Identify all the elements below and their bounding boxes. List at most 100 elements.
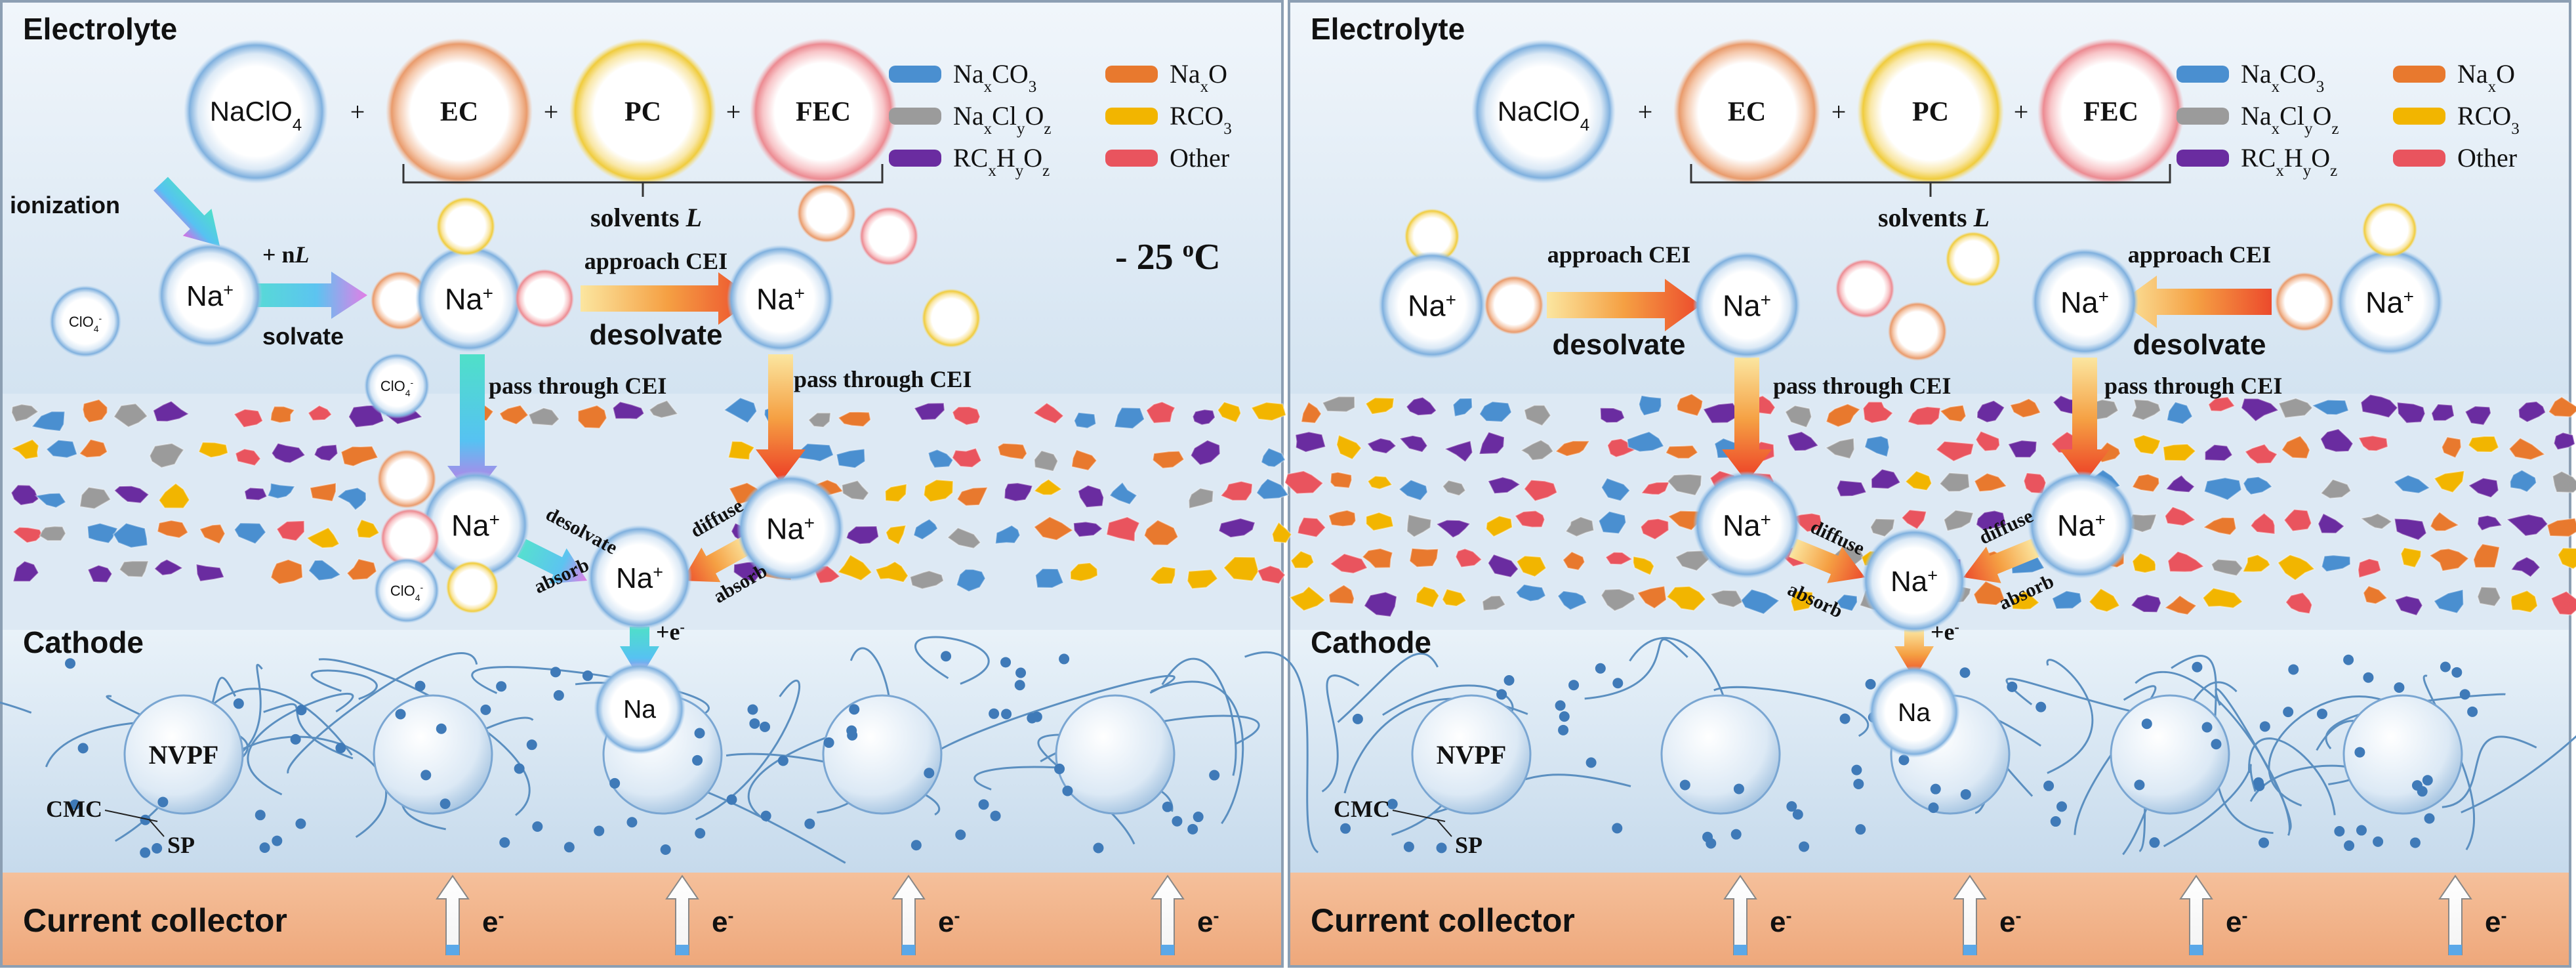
cei-fragment [2165, 474, 2196, 493]
sp-dot [1496, 689, 1507, 700]
sp-dot [2149, 837, 2160, 848]
ionization-label: ionization [10, 192, 120, 218]
cei-fragment [2202, 516, 2237, 536]
sp-dot [2316, 709, 2327, 720]
sp-dot [2253, 777, 2264, 788]
cei-fragment [1487, 476, 1521, 495]
cei-fragment [2249, 512, 2276, 535]
cei-fragment [270, 405, 296, 424]
cei-fragment [45, 439, 78, 459]
sodium-ion-free-ring [157, 243, 262, 348]
cei-fragment [2428, 548, 2470, 572]
sp-dot [1062, 785, 1073, 796]
perchlorate-anion-ring [364, 353, 430, 419]
sp-dot [77, 743, 89, 754]
sp-dot [1555, 700, 1566, 711]
desolvate-label: desolvate [1553, 329, 1686, 361]
cei-fragment [1676, 393, 1704, 417]
desolvate-label: desolvate [2133, 329, 2266, 361]
solvents-label: solvents L [590, 203, 702, 232]
cei-fragment [836, 554, 873, 581]
sp-dot [1027, 713, 1038, 724]
cei-fragment [1329, 552, 1368, 574]
cei-fragment [1562, 550, 1585, 571]
cei-fragment [1405, 396, 1437, 417]
cei-fragment [1145, 401, 1176, 424]
sp-dot [526, 739, 537, 751]
cei-fragment [1598, 510, 1627, 535]
cei-fragment [874, 560, 909, 583]
cei-fragment [1740, 589, 1780, 615]
sp-dot [847, 730, 858, 741]
legend-swatch [2393, 150, 2445, 167]
cei-fragment [2510, 590, 2539, 613]
legend-label: Other [2457, 143, 2517, 173]
free-solvent [797, 184, 856, 243]
sp-dot [978, 799, 989, 810]
nvpf-label: NVPF [149, 740, 219, 770]
sp-dot [415, 680, 426, 692]
binder-fiber [1151, 680, 1244, 825]
cei-fragment [2131, 552, 2157, 574]
temperature-label: - 25 oC [1115, 236, 1221, 278]
perchlorate-anion-label: ClO4- [390, 582, 424, 603]
cei-fragment [340, 445, 379, 467]
cei-fragment [336, 487, 367, 511]
cei-fragment [152, 400, 190, 423]
electron-label: e- [938, 906, 960, 938]
sp-dot [440, 798, 451, 810]
cei-fragment [2357, 558, 2382, 579]
pass-through-arrow [2060, 358, 2110, 482]
legend-swatch [889, 66, 941, 83]
solvent-label: PC [624, 97, 661, 127]
sodium-ion-solvated-label: Na+ [1408, 289, 1456, 322]
sp-dot [1436, 842, 1447, 854]
sp-dot [295, 818, 306, 829]
cei-fragment [2548, 396, 2576, 418]
sp-dot [532, 821, 543, 832]
cei-fragment [313, 444, 338, 462]
cei-fragment [1601, 588, 1636, 612]
cei-fragment [309, 482, 337, 503]
solvent-pc [569, 38, 716, 185]
cei-fragment [197, 442, 229, 459]
sp-dot [1792, 809, 1803, 820]
cei-fragment [1105, 516, 1141, 543]
sp-dot [1093, 842, 1104, 854]
binder-fiber [2442, 735, 2537, 808]
cei-fragment [1555, 440, 1591, 457]
sp-dot [2343, 654, 2354, 665]
sp-dot [1558, 724, 1569, 735]
sodium-ion-solvated-label: Na+ [2365, 285, 2414, 319]
approach-cei-label: approach CEI [1547, 241, 1690, 268]
electron-arrow-base [2190, 945, 2203, 955]
free-solvent [1835, 259, 1894, 318]
cei-fragment [2360, 394, 2399, 419]
pass-through-label: pass through CEI [1773, 373, 1951, 399]
sp-dot [152, 842, 163, 854]
electron-label: e- [2226, 906, 2247, 938]
sodium-ion-absorbed-ring [587, 525, 692, 630]
sp-dot [65, 658, 76, 669]
cei-fragment [2088, 587, 2121, 613]
cei-fragment [1640, 481, 1671, 495]
cei-fragment [1943, 509, 1974, 532]
cei-fragment [994, 524, 1021, 545]
binder-fiber [247, 692, 354, 796]
cei-fragment [113, 403, 148, 428]
cei-fragment [2476, 514, 2503, 531]
sp-dot [259, 842, 270, 854]
cei-fragment [1336, 434, 1362, 461]
sp-dot [563, 842, 575, 853]
approach-cei-label: approach CEI [2128, 241, 2271, 268]
cei-fragment [1152, 450, 1185, 469]
sp-dot [2043, 780, 2055, 791]
pass-through-arrow-desolvated [756, 354, 806, 482]
free-solvent [1946, 232, 2001, 287]
cei-fragment [1442, 480, 1467, 497]
cei-fragment [2429, 511, 2460, 532]
sp-dot [2356, 825, 2367, 836]
cei-fragment [276, 520, 305, 542]
cei-fragment [1408, 547, 1439, 568]
